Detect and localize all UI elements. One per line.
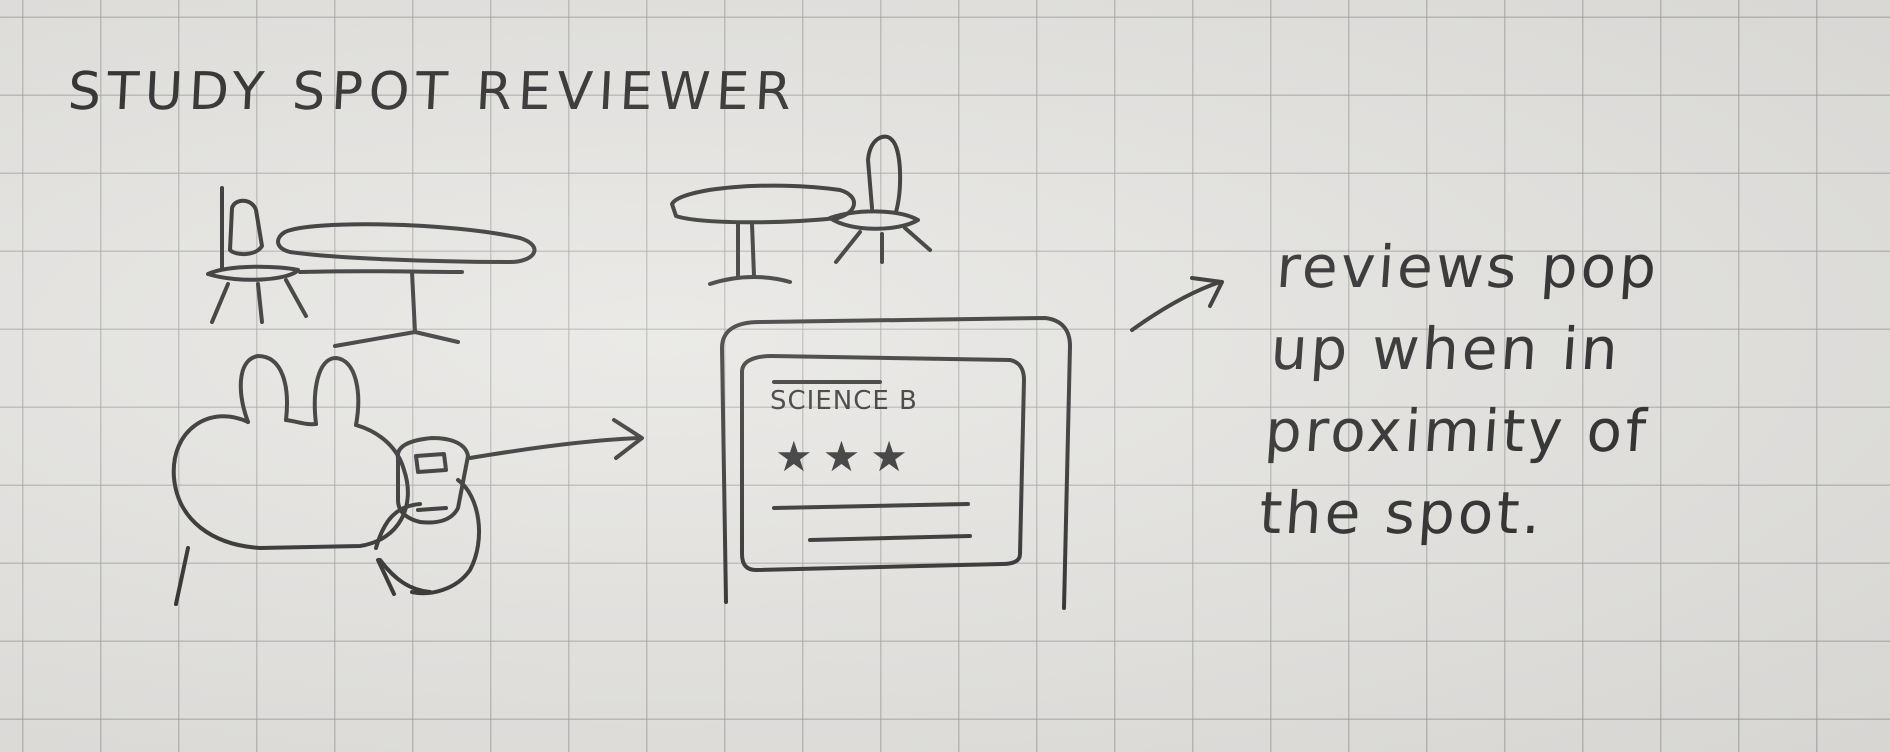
- table-chair-right-icon: [670, 134, 932, 286]
- phone-in-hand-icon: [374, 436, 482, 596]
- review-card-star-rating: ★★★: [775, 432, 918, 481]
- arrow-to-screen-icon: [468, 418, 644, 460]
- bunny-user-icon: [171, 354, 410, 606]
- phone-screen-frame: [720, 316, 1072, 610]
- table-chair-left-icon: [206, 186, 537, 348]
- review-card-spot-name: SCIENCE B: [770, 386, 918, 416]
- proximity-note: reviews pop up when in proximity of the …: [1257, 233, 1662, 547]
- arrow-to-note-icon: [1130, 276, 1224, 332]
